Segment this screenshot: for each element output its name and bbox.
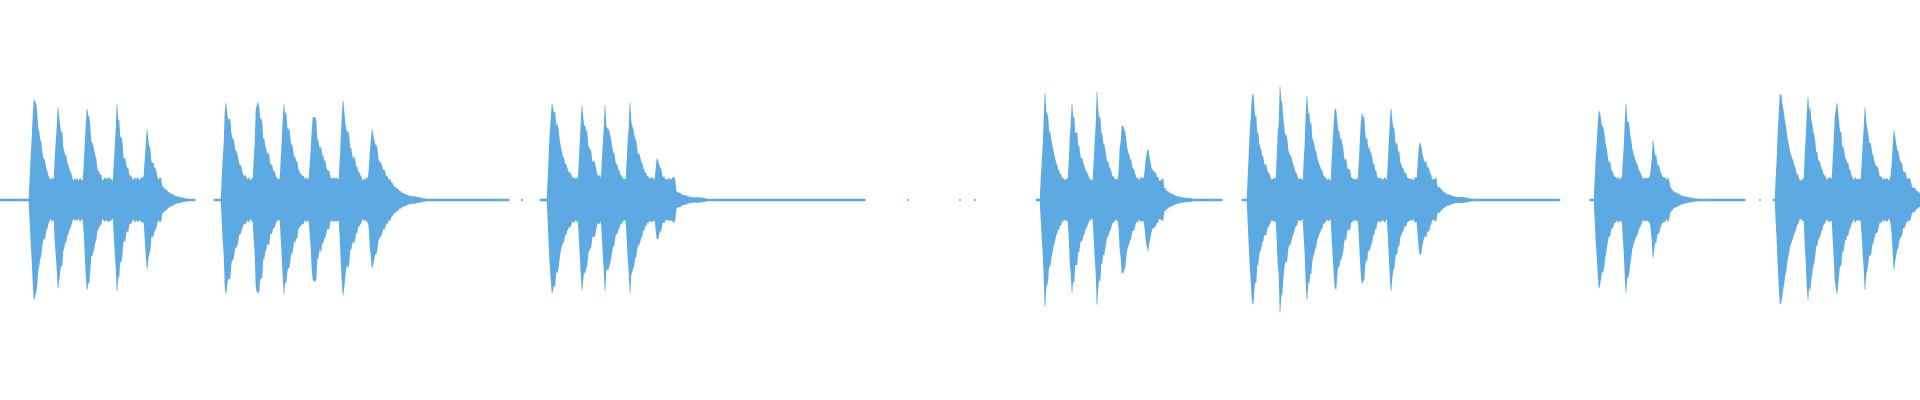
waveform-segment-7 (1772, 93, 1920, 305)
waveform-speck-5 (1759, 199, 1761, 201)
waveform-speck-4 (521, 199, 523, 201)
waveform-segment-4 (1035, 91, 1223, 307)
waveform-speck-2 (959, 199, 961, 201)
waveform-segment-1 (0, 99, 196, 300)
waveform-segment-2 (213, 100, 510, 296)
waveform-segment-6 (1589, 103, 1746, 293)
waveform-segment-5 (1241, 86, 1561, 313)
waveform-speck-3 (974, 199, 976, 201)
waveform-speck-1 (907, 199, 909, 201)
waveform-segment-3 (539, 102, 866, 294)
